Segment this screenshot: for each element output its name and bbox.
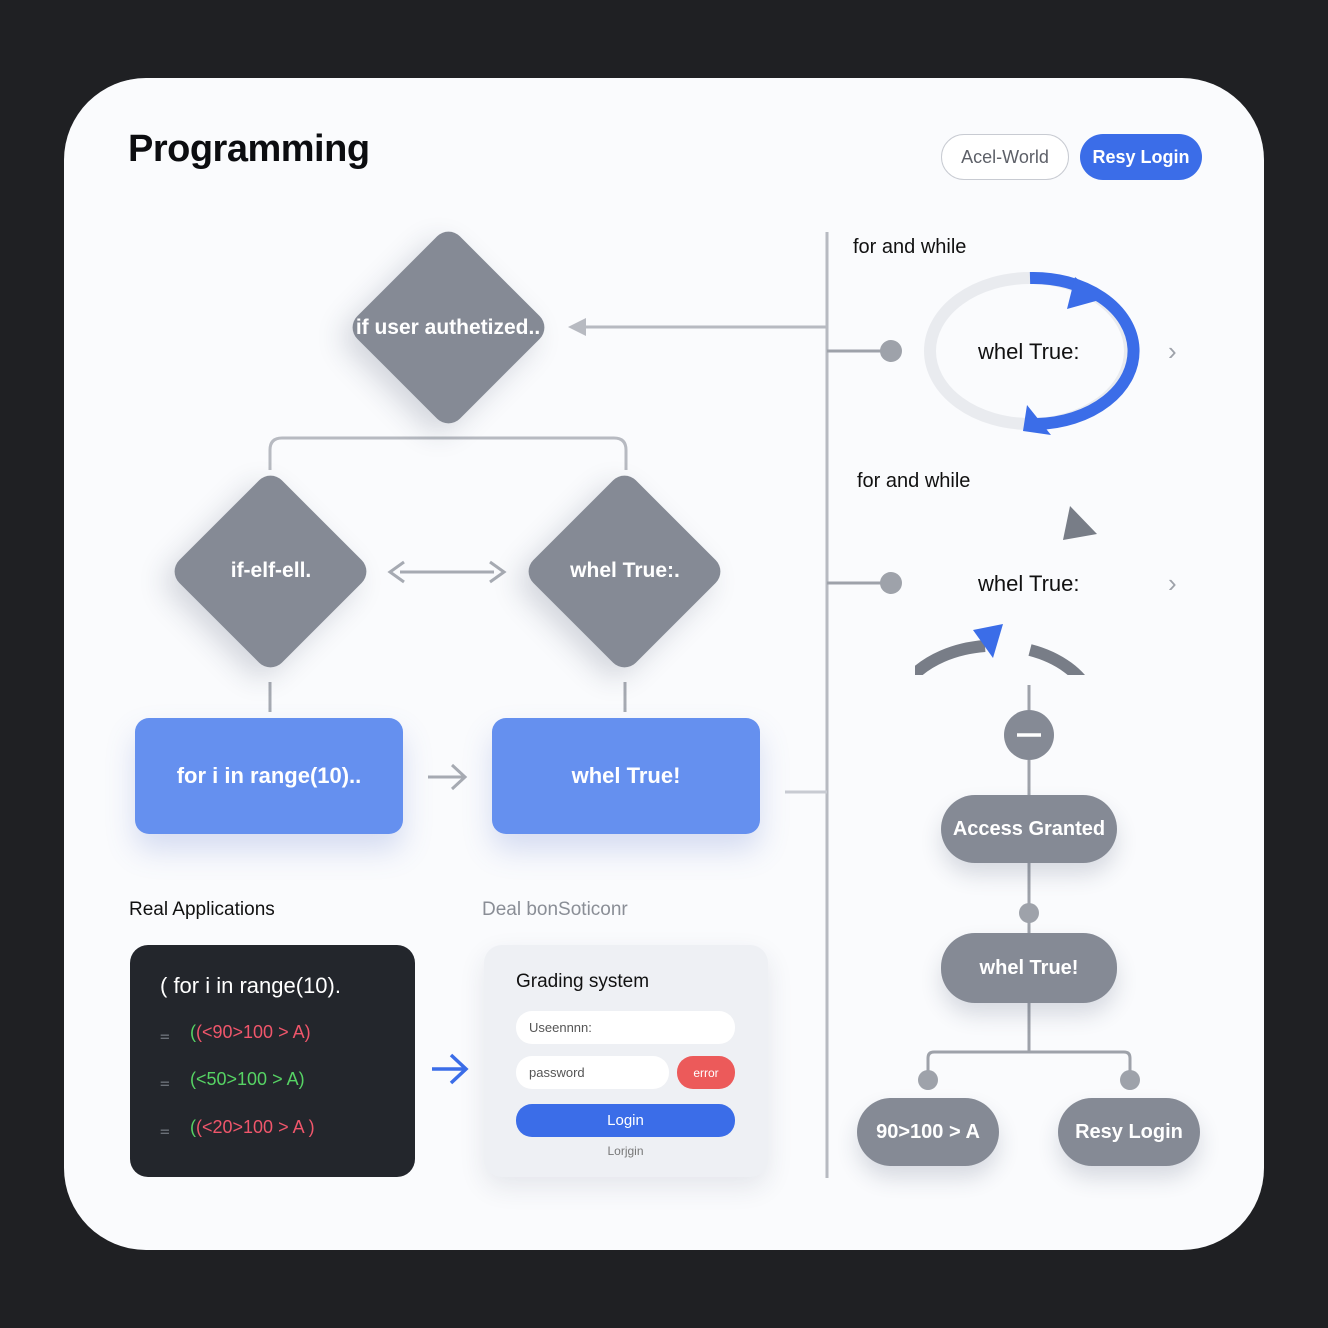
decision-label-right: whel True:. — [570, 559, 680, 582]
decision-label-top: if user authetized.. — [355, 316, 541, 339]
while-true-box: whel True! — [492, 718, 760, 834]
username-field[interactable]: Useennnn: — [516, 1011, 735, 1044]
login-button[interactable]: Login — [516, 1104, 735, 1137]
code-snippet: ( for i in range(10). = ((<90>100 > A) =… — [130, 945, 415, 1177]
decision-label-left: if-elf-ell. — [230, 559, 312, 582]
error-badge: error — [677, 1056, 735, 1089]
code-head: ( for i in range(10). — [160, 973, 341, 998]
loop-heading-2: for and while — [857, 470, 971, 492]
loop-cycle-icon — [924, 271, 1140, 435]
login-form: Grading system Useennnn: password error … — [484, 945, 768, 1177]
password-field[interactable]: password — [516, 1056, 669, 1089]
loop-label-2: whel True: — [978, 571, 1080, 596]
for-loop-box: for i in range(10).. — [135, 718, 403, 834]
loop-label-1: whel True: — [978, 339, 1080, 364]
leaf-node-left: 90>100 > A — [857, 1098, 999, 1166]
form-title: Grading system — [516, 971, 650, 992]
code-bullet: = — [160, 1122, 170, 1141]
code-line: ((<20>100 > A ) — [190, 1117, 315, 1137]
access-granted-node: Access Granted — [941, 795, 1117, 863]
chevron-right-icon[interactable]: › — [1168, 336, 1177, 366]
code-line: ((<90>100 > A) — [190, 1022, 311, 1042]
resy-login-button[interactable]: Resy Login — [1080, 134, 1202, 180]
chevron-right-icon[interactable]: › — [1168, 568, 1177, 598]
applications-label-right: Deal bonSoticonr — [482, 899, 628, 920]
real-applications-label: Real Applications — [129, 899, 275, 920]
acel-world-button[interactable]: Acel-World — [941, 134, 1069, 180]
while-true-node: whel True! — [941, 933, 1117, 1003]
code-bullet: = — [160, 1027, 170, 1046]
loop-cycle-icon — [915, 506, 1097, 675]
code-line: (<50>100 > A) — [190, 1069, 305, 1089]
code-bullet: = — [160, 1074, 170, 1093]
leaf-node-right: Resy Login — [1058, 1098, 1200, 1166]
page-title: Programming — [128, 128, 370, 170]
loop-heading-1: for and while — [853, 236, 967, 258]
form-footer-link[interactable]: Lorjgin — [607, 1144, 644, 1158]
